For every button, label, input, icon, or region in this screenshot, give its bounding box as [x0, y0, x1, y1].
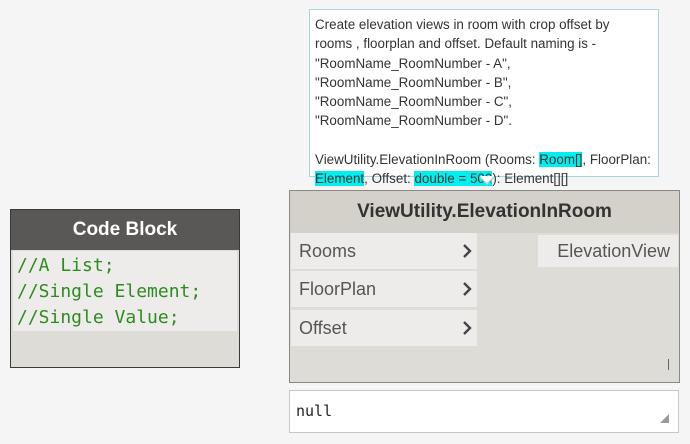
- signature-offset-label: , Offset:: [364, 171, 415, 187]
- elevation-in-room-node[interactable]: ViewUtility.ElevationInRoom Rooms FloorP…: [289, 190, 680, 383]
- signature-prefix: ViewUtility.ElevationInRoom (Rooms:: [315, 151, 540, 167]
- code-editor[interactable]: //A List; //Single Element; //Single Value…: [13, 251, 237, 331]
- tooltip-signature: ViewUtility.ElevationInRoom (Rooms: Room…: [315, 150, 652, 189]
- output-port-label: ElevationView: [557, 240, 670, 261]
- input-port-label: FloorPlan: [299, 278, 377, 299]
- tooltip-pointer: [480, 176, 494, 183]
- node-title[interactable]: ViewUtility.ElevationInRoom: [290, 191, 679, 233]
- chevron-right-icon: [463, 321, 472, 335]
- code-block-node[interactable]: Code Block //A List; //Single Element; //S…: [10, 209, 240, 368]
- output-port-elevationview[interactable]: ElevationView: [538, 235, 678, 267]
- lacing-indicator: [668, 359, 669, 370]
- signature-rooms-type: Room[]: [539, 151, 583, 167]
- signature-floorplan-label: , FloorPlan:: [582, 151, 651, 167]
- node-preview-bubble[interactable]: null: [289, 390, 679, 433]
- signature-suffix: ): Element[][]: [492, 171, 569, 187]
- chevron-right-icon: [463, 282, 472, 296]
- input-port-label: Rooms: [299, 240, 357, 261]
- code-line: //A List;: [17, 255, 115, 276]
- signature-offset-type: double = 500: [414, 171, 493, 187]
- input-port-rooms[interactable]: Rooms: [291, 233, 477, 269]
- code-line: //Single Element;: [17, 281, 202, 302]
- tooltip-description-line: "RoomName_RoomNumber - B",: [315, 74, 512, 90]
- preview-value: null: [296, 402, 333, 420]
- tooltip-description-line: Create elevation views in room with crop…: [315, 17, 610, 32]
- chevron-right-icon: [463, 244, 472, 258]
- tooltip-description-line: "RoomName_RoomNumber - C",: [315, 94, 513, 110]
- signature-floorplan-type: Element: [315, 171, 365, 187]
- node-tooltip: Create elevation views in room with crop…: [309, 9, 659, 187]
- input-port-label: Offset: [299, 317, 347, 338]
- resize-grip-icon[interactable]: [660, 414, 669, 423]
- input-port-floorplan[interactable]: FloorPlan: [291, 271, 477, 307]
- input-port-offset[interactable]: Offset: [291, 310, 477, 346]
- code-line: //Single Value;: [17, 307, 180, 328]
- code-block-title[interactable]: Code Block: [11, 210, 239, 250]
- tooltip-description-line: "RoomName_RoomNumber - D".: [315, 113, 513, 129]
- tooltip-description-line: "RoomName_RoomNumber - A",: [315, 55, 511, 71]
- tooltip-description-line: rooms , floorplan and offset. Default na…: [315, 36, 597, 52]
